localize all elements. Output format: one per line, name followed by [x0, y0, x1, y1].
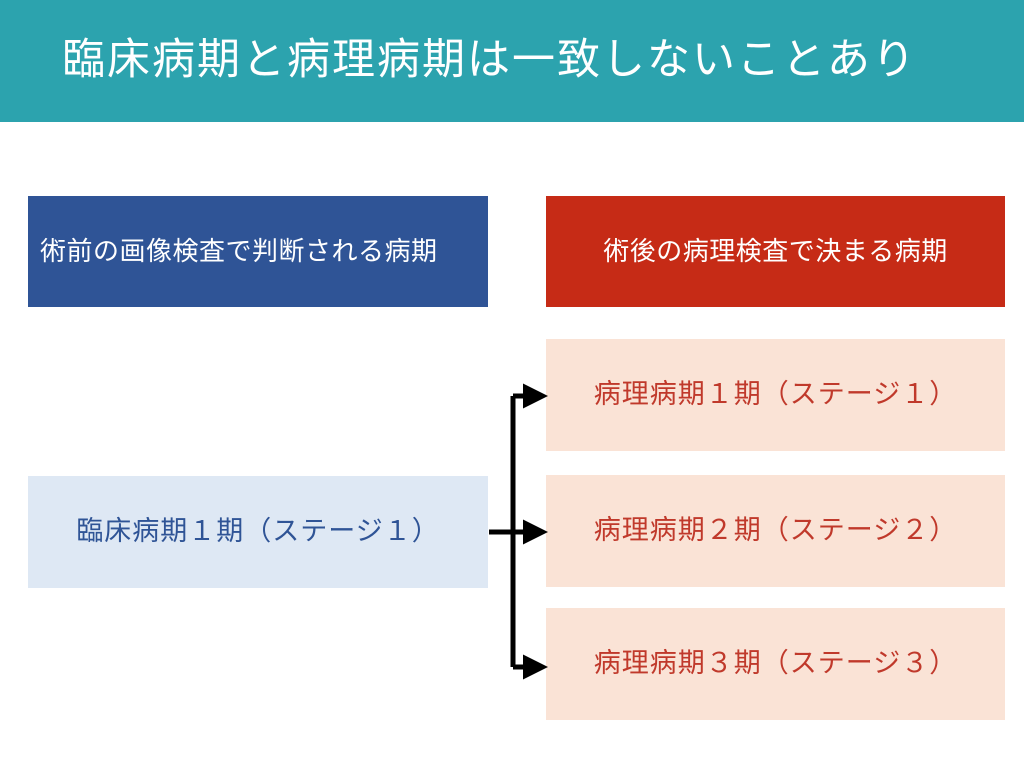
pathologic-column-header-label: 術後の病理検査で決まる病期 — [603, 236, 948, 267]
clinical-column-header-label: 術前の画像検査で判断される病期 — [40, 236, 438, 267]
pathologic-stage-box-2: 病理病期２期（ステージ２） — [546, 475, 1005, 587]
clinical-stage-box: 臨床病期１期（ステージ１） — [28, 476, 488, 588]
pathologic-stage-label-3: 病理病期３期（ステージ３） — [593, 648, 958, 679]
pathologic-stage-box-3: 病理病期３期（ステージ３） — [546, 608, 1005, 720]
pathologic-stage-box-1: 病理病期１期（ステージ１） — [546, 339, 1005, 451]
clinical-stage-label: 臨床病期１期（ステージ１） — [76, 516, 440, 547]
pathologic-stage-label-1: 病理病期１期（ステージ１） — [593, 379, 958, 410]
page-title: 臨床病期と病理病期は一致しないことあり — [62, 36, 917, 85]
title-banner: 臨床病期と病理病期は一致しないことあり — [0, 0, 1024, 122]
pathologic-column-header: 術後の病理検査で決まる病期 — [546, 196, 1005, 307]
pathologic-stage-label-2: 病理病期２期（ステージ２） — [593, 515, 958, 546]
clinical-column-header: 術前の画像検査で判断される病期 — [28, 196, 488, 307]
